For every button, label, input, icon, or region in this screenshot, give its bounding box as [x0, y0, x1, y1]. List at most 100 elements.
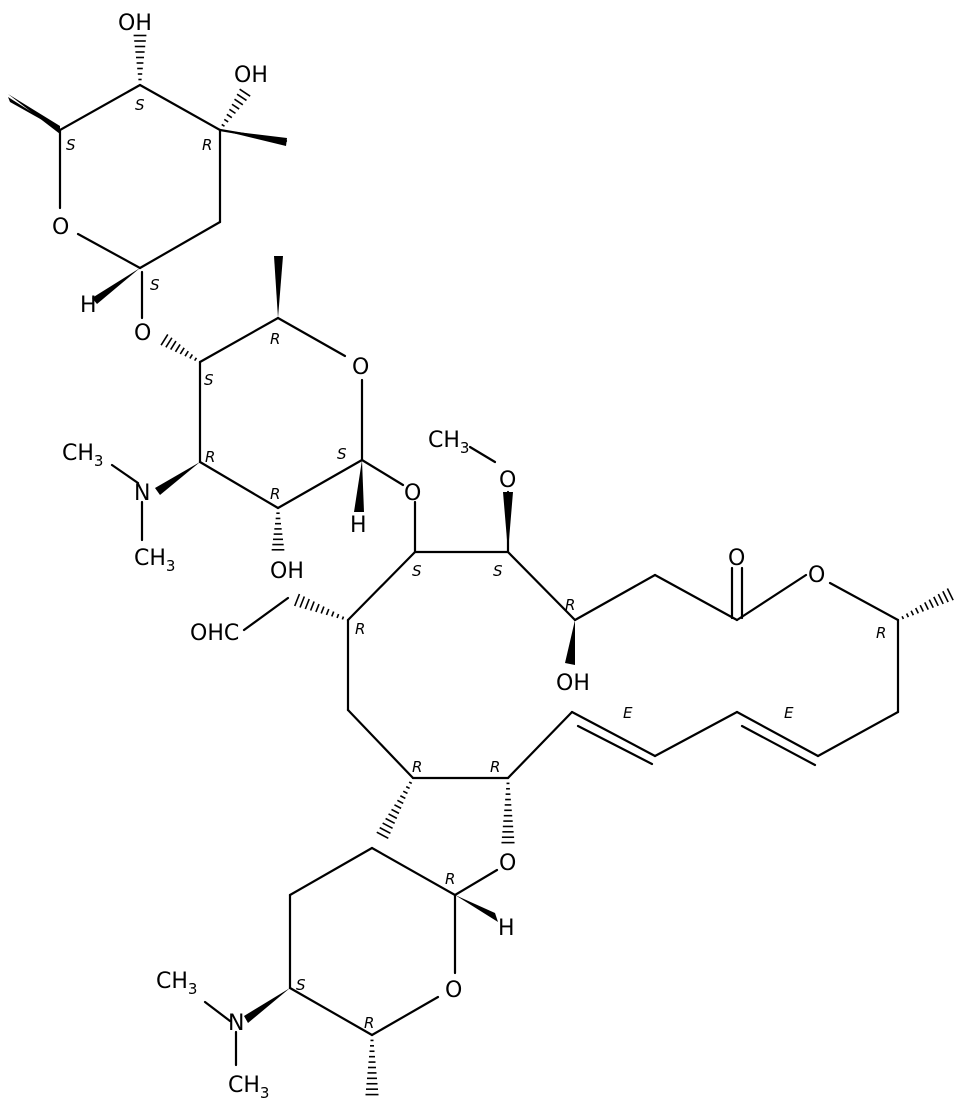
hash-bond-layer — [133, 34, 954, 1096]
hash-bond-stroke — [928, 599, 934, 609]
hash-bond-stroke — [946, 588, 954, 601]
stereo-label-8: S — [337, 445, 347, 463]
h-a-label: H — [80, 293, 97, 318]
hash-bond-stroke — [937, 593, 944, 605]
hash-bond-stroke — [394, 804, 402, 810]
h-c-label: H — [498, 916, 515, 941]
stereo-label-19: R — [445, 870, 455, 888]
hash-bond-stroke — [919, 604, 925, 612]
oh-b-label: OH — [270, 559, 304, 584]
stereo-label-18: R — [490, 758, 500, 776]
hash-bond-stroke — [325, 608, 330, 616]
hash-bond-stroke — [901, 615, 905, 620]
stereo-label-15: E — [623, 704, 633, 722]
stereo-label-1: S — [135, 96, 145, 114]
stereo-label-16: E — [784, 704, 794, 722]
ch3-methoxy-label: CH3 — [428, 428, 469, 457]
o-ester-label: O — [808, 563, 825, 588]
hash-bond-stroke — [226, 113, 233, 119]
stereo-label-20: S — [296, 976, 306, 994]
hash-bond-stroke — [299, 596, 306, 608]
hash-bond-stroke — [910, 610, 915, 616]
wedge-bond-layer — [8, 94, 575, 1023]
ohc-label: OHC — [190, 621, 239, 646]
hash-bond-stroke — [239, 88, 251, 97]
stereo-label-13: R — [565, 596, 575, 614]
stereo-label-9: R — [270, 485, 280, 503]
stereo-label-4: S — [150, 276, 160, 294]
hash-bond-stroke — [304, 598, 310, 610]
stereo-label-7: R — [205, 448, 215, 466]
hash-bond-stroke — [231, 103, 240, 110]
hash-bond-stroke — [905, 613, 910, 618]
hash-bond-stroke — [174, 344, 181, 353]
hash-bond-stroke — [385, 817, 396, 825]
atom-label-layer: OH OH O H O O CH3 N CH3 O H OH CH3 O O O… — [52, 11, 825, 1102]
hash-bond-stroke — [341, 616, 345, 620]
hash-bond-stroke — [165, 337, 173, 348]
ch3-n-b-1-label: CH3 — [62, 441, 103, 470]
hash-bond-stroke — [234, 98, 244, 106]
stereo-label-21: R — [364, 1014, 374, 1032]
n-b-label: N — [134, 481, 150, 506]
n-c-label: N — [228, 1011, 244, 1036]
hash-bond-stroke — [405, 785, 410, 790]
hash-bond-stroke — [379, 826, 391, 835]
bond-layer — [58, 83, 900, 1067]
oh-macro-label: OH — [556, 671, 590, 696]
stereo-label-12: R — [355, 620, 365, 638]
hash-bond-stroke — [391, 808, 400, 815]
o-link-b-label: O — [404, 481, 421, 506]
hash-bond-stroke — [179, 347, 185, 355]
hash-bond-stroke — [388, 813, 398, 820]
oh-top-2-label: OH — [234, 63, 268, 88]
hash-bond-stroke — [184, 350, 189, 357]
o-ring-b-label: O — [352, 355, 369, 380]
hash-bond-stroke — [309, 601, 315, 611]
hash-bond-stroke — [933, 596, 939, 607]
hash-bond-stroke — [924, 602, 929, 610]
hash-bond-stroke — [402, 790, 408, 795]
hash-bond-stroke — [293, 593, 301, 607]
hash-bond-stroke — [376, 831, 389, 840]
hash-bond-stroke — [193, 357, 198, 362]
stereo-label-6: S — [204, 371, 214, 389]
hash-bond-stroke — [382, 822, 393, 830]
hash-bond-stroke — [223, 118, 229, 123]
hash-bond-stroke — [221, 123, 225, 127]
o-link-a-label: O — [134, 321, 151, 346]
o-ring-c-label: O — [445, 978, 462, 1003]
o-methoxy-label: O — [499, 468, 516, 493]
hash-bond-stroke — [397, 799, 404, 805]
hash-bond-stroke — [160, 333, 169, 346]
hash-bond-stroke — [170, 340, 177, 350]
ch3-n-b-2-label: CH3 — [134, 546, 175, 575]
o-carbonyl-label: O — [728, 546, 745, 571]
o-ring-a-label: O — [52, 215, 69, 240]
stereo-label-17: R — [412, 758, 422, 776]
hash-bond-stroke — [189, 354, 194, 359]
o-link-c-label: O — [499, 851, 516, 876]
stereo-label-layer: S S R S R S R S R S S R R R E E R R R S … — [66, 96, 886, 1032]
hash-bond-stroke — [236, 93, 247, 102]
hash-bond-stroke — [399, 795, 406, 800]
hash-bond-stroke — [914, 607, 920, 614]
stereo-label-14: R — [876, 624, 886, 642]
hash-bond-stroke — [315, 603, 320, 613]
oh-top-1-label: OH — [118, 11, 152, 36]
hash-bond-stroke — [408, 781, 413, 785]
stereo-label-2: S — [66, 136, 76, 154]
stereo-label-11: S — [493, 562, 503, 580]
stereo-label-3: R — [202, 136, 212, 154]
stereo-label-5: R — [270, 330, 280, 348]
hash-bond-stroke — [320, 606, 325, 614]
hash-bond-stroke — [331, 611, 335, 617]
h-b-label: H — [350, 513, 367, 538]
hash-bond-stroke — [942, 590, 949, 603]
ch3-n-c-1-label: CH3 — [156, 969, 197, 998]
ch3-n-c-2-label: CH3 — [228, 1073, 269, 1102]
stereo-label-10: S — [412, 562, 422, 580]
hash-bond-stroke — [336, 613, 340, 619]
hash-bond-stroke — [228, 108, 236, 115]
